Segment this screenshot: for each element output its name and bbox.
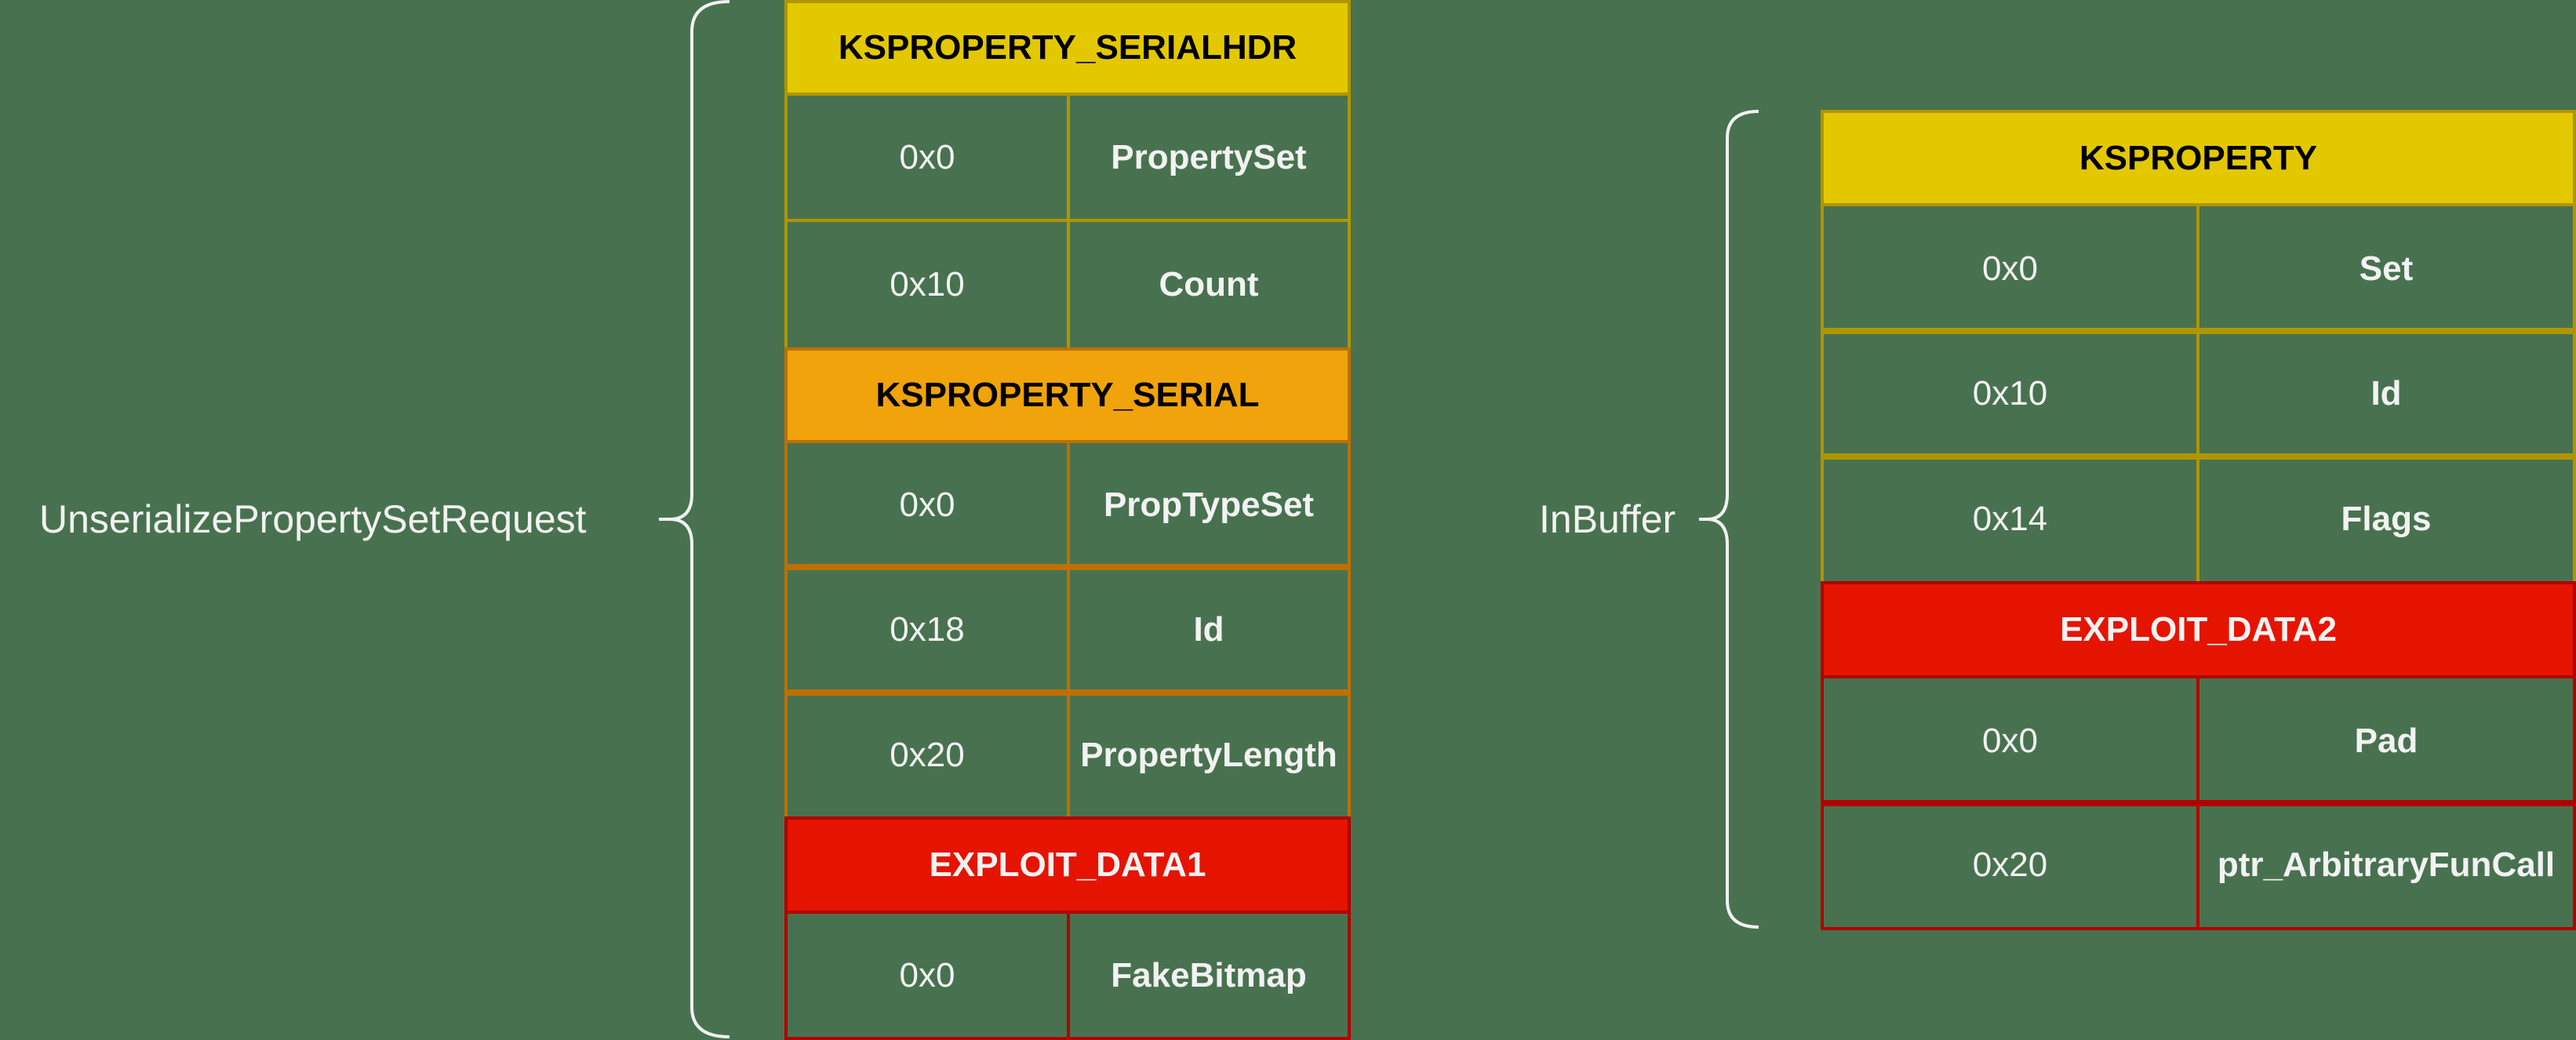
table-row: 0x0 FakeBitmap (784, 911, 1351, 1040)
field-name: Count (1068, 219, 1351, 351)
field-offset: 0x10 (1821, 328, 2198, 460)
left-brace-icon (659, 0, 730, 1038)
table-row: 0x0 PropertySet (784, 93, 1351, 222)
right-brace-icon (1699, 110, 1759, 929)
table-row: 0x0 PropTypeSet (784, 440, 1351, 570)
table-row: 0x14 Flags (1821, 453, 2576, 585)
struct-header-exploit-data1: EXPLOIT_DATA1 (784, 816, 1351, 914)
field-name: PropertyLength (1068, 689, 1351, 821)
field-offset: 0x0 (1821, 203, 2198, 334)
field-offset: 0x20 (1821, 800, 2198, 930)
table-row: 0x20 PropertyLength (784, 689, 1351, 821)
field-offset: 0x14 (1821, 453, 2198, 585)
field-name: Pad (2198, 675, 2576, 806)
unserialize-request-label: UnserializePropertySetRequest (39, 497, 587, 541)
field-name: Id (1068, 564, 1351, 696)
table-row: 0x18 Id (784, 564, 1351, 696)
field-offset: 0x0 (784, 911, 1068, 1040)
field-name: Id (2198, 328, 2576, 460)
field-name: PropertySet (1068, 93, 1351, 222)
table-row: 0x10 Count (784, 219, 1351, 351)
field-name: PropTypeSet (1068, 440, 1351, 570)
field-name: Flags (2198, 453, 2576, 585)
left-memory-layout: KSPROPERTY_SERIALHDR 0x0 PropertySet 0x1… (784, 0, 1351, 1040)
struct-header-serial: KSPROPERTY_SERIAL (784, 347, 1351, 443)
table-row: 0x0 Set (1821, 203, 2576, 334)
field-name: Set (2198, 203, 2576, 334)
field-offset: 0x18 (784, 564, 1068, 696)
table-row: 0x0 Pad (1821, 675, 2576, 806)
field-offset: 0x0 (1821, 675, 2198, 806)
table-row: 0x20 ptr_ArbitraryFunCall (1821, 800, 2576, 930)
table-row: 0x10 Id (1821, 328, 2576, 460)
struct-header-ksproperty: KSPROPERTY (1821, 110, 2576, 206)
field-offset: 0x0 (784, 93, 1068, 222)
field-name: FakeBitmap (1068, 911, 1351, 1040)
field-offset: 0x20 (784, 689, 1068, 821)
inbuffer-label: InBuffer (1539, 497, 1676, 541)
field-offset: 0x10 (784, 219, 1068, 351)
field-name: ptr_ArbitraryFunCall (2198, 800, 2576, 930)
struct-header-exploit-data2: EXPLOIT_DATA2 (1821, 581, 2576, 678)
struct-header-serialhdr: KSPROPERTY_SERIALHDR (784, 0, 1351, 96)
field-offset: 0x0 (784, 440, 1068, 570)
right-memory-layout: KSPROPERTY 0x0 Set 0x10 Id 0x14 Flags EX… (1821, 110, 2576, 930)
